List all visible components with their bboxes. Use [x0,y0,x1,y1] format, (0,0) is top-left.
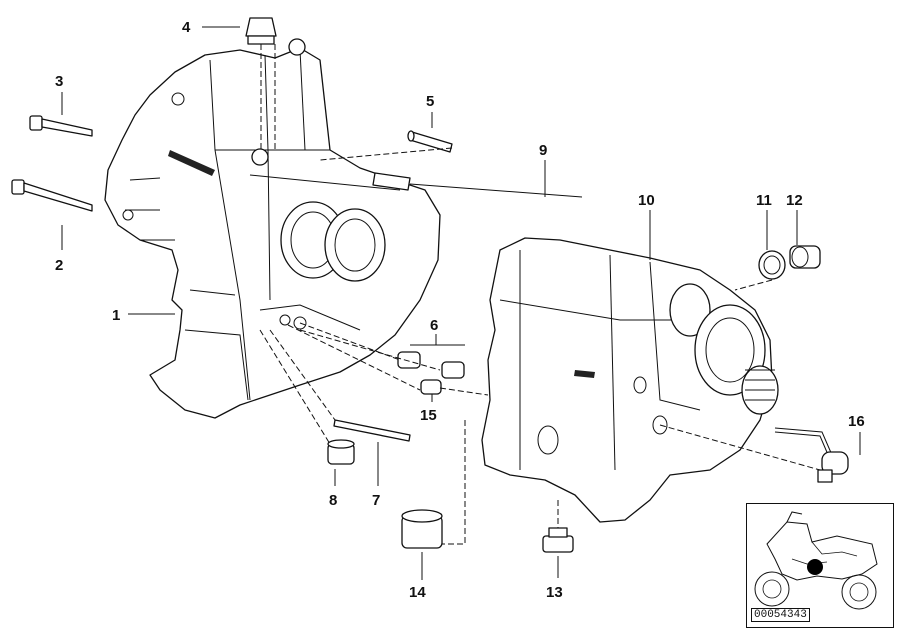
callout-8: 8 [329,492,337,509]
plug-part-12 [789,245,821,269]
callout-3: 3 [55,73,63,90]
sleeve-part-14 [401,509,443,549]
housing-left-part [104,38,441,419]
callout-13: 13 [546,584,563,601]
reference-code: 00054343 [751,608,810,622]
location-dot-icon [807,559,823,575]
ring-part-11 [758,250,786,280]
callout-1: 1 [112,307,120,324]
leader-lines [61,26,861,580]
dowel-part-15 [420,379,442,395]
location-inset [746,503,894,628]
callout-5: 5 [426,93,434,110]
motorcycle-inset-icon [754,511,878,610]
callout-6: 6 [430,317,438,334]
rod-part-7 [333,419,411,442]
sensor-part-16 [774,427,849,483]
housing-right-part [481,237,779,523]
sleeve-part-6 [397,351,465,379]
drain-plug-part-13 [542,527,574,553]
bolt-part-2 [11,179,93,212]
bush-part-8 [327,439,355,465]
pin-part-5 [407,130,453,153]
callout-16: 16 [848,413,865,430]
callout-15: 15 [420,407,437,424]
callout-12: 12 [786,192,803,209]
callout-11: 11 [756,192,772,209]
callout-2: 2 [55,257,63,274]
callout-10: 10 [638,192,655,209]
strip-part-9 [372,172,583,198]
callout-4: 4 [182,19,191,36]
bolt-part-3 [29,115,93,137]
callout-9: 9 [539,142,547,159]
callout-14: 14 [409,584,426,601]
callout-7: 7 [372,492,380,509]
plug-part-4 [245,17,277,45]
callout-labels: 4 3 2 1 5 9 10 11 12 6 15 16 8 7 14 13 [55,19,865,601]
